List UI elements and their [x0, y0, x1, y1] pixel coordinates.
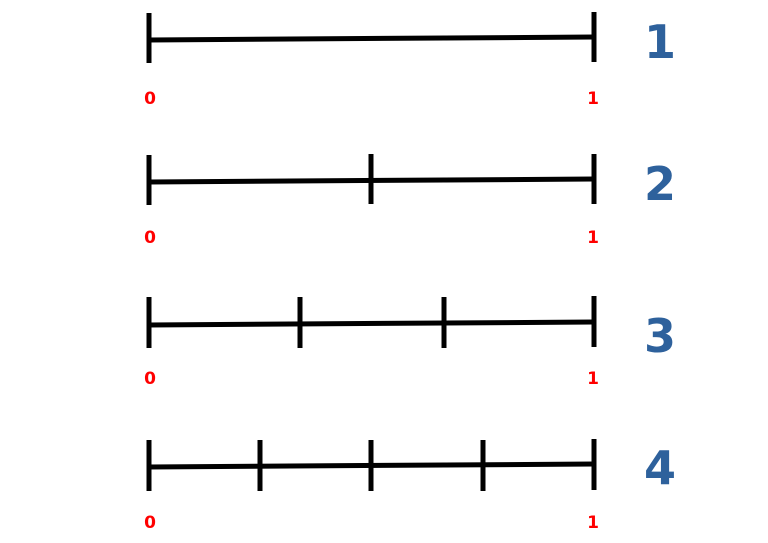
start-label: 0 — [144, 89, 156, 109]
number-line-row-2: 0 1 2 — [144, 154, 676, 248]
number-line — [148, 319, 595, 328]
number-line — [148, 34, 595, 43]
row-number: 4 — [644, 441, 676, 495]
end-label: 1 — [587, 89, 599, 109]
row-number: 2 — [644, 157, 676, 211]
start-label: 0 — [144, 369, 156, 389]
number-line-row-4: 0 1 4 — [144, 439, 676, 533]
end-label: 1 — [587, 513, 599, 533]
start-label: 0 — [144, 513, 156, 533]
start-label: 0 — [144, 228, 156, 248]
end-label: 1 — [587, 369, 599, 389]
row-number: 3 — [644, 309, 676, 363]
end-label: 1 — [587, 228, 599, 248]
number-line-row-1: 0 1 1 — [144, 12, 676, 109]
row-number: 1 — [644, 15, 676, 69]
number-line-row-3: 0 1 3 — [144, 296, 676, 389]
